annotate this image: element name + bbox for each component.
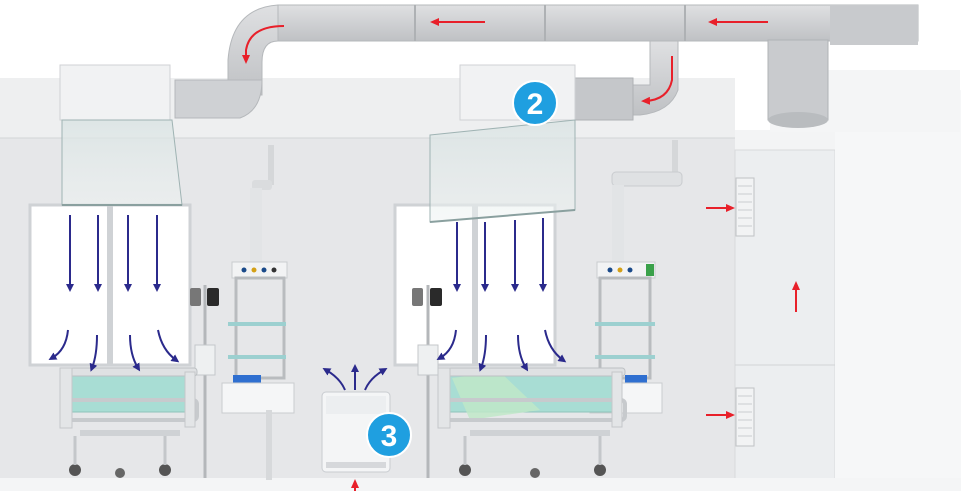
exhaust-grille-icon bbox=[735, 177, 755, 237]
exhaust-airflow-arrows bbox=[351, 204, 800, 491]
floor bbox=[0, 478, 961, 491]
medical-pendant-icon bbox=[221, 145, 295, 480]
duct-airflow-arrow bbox=[641, 56, 673, 105]
supply-airflow-arrow bbox=[478, 334, 487, 372]
exhaust-grille-icon bbox=[735, 387, 755, 447]
supply-airflow-arrow bbox=[157, 329, 180, 363]
duct-airflow-arrow bbox=[242, 25, 285, 64]
supply-airflow-arrow bbox=[544, 329, 567, 363]
badge-3: 3 bbox=[366, 412, 412, 458]
window-left bbox=[28, 203, 192, 367]
supply-airflow-arrow bbox=[322, 368, 346, 391]
supply-airflow-arrow bbox=[48, 329, 69, 360]
supply-airflow-arrow bbox=[436, 329, 457, 360]
ventilation-duct-icon bbox=[174, 4, 919, 128]
badge-2: 2 bbox=[512, 80, 558, 126]
hospital-bed-icon bbox=[59, 367, 199, 478]
duct-airflow-arrows bbox=[242, 18, 768, 105]
supply-airflow-arrow bbox=[129, 334, 141, 372]
air-purifier-icon bbox=[321, 391, 391, 473]
supply-airflow-arrow bbox=[364, 368, 388, 391]
hospital-bed-icon bbox=[437, 367, 627, 478]
supply-airflow-arrows-left bbox=[48, 215, 180, 372]
supply-airflow-arrow bbox=[517, 334, 529, 372]
supply-airflow-arrows-right bbox=[436, 218, 567, 372]
badge-3-label: 3 bbox=[381, 420, 398, 453]
iv-stand-icon bbox=[190, 285, 219, 478]
window-right bbox=[393, 203, 557, 367]
iv-stand-icon bbox=[412, 285, 442, 478]
laminar-flow-hood-icon bbox=[59, 64, 183, 206]
supply-airflow-arrow bbox=[89, 334, 98, 372]
purifier-airflow-arrows bbox=[322, 364, 388, 391]
badge-2-label: 2 bbox=[527, 88, 544, 121]
